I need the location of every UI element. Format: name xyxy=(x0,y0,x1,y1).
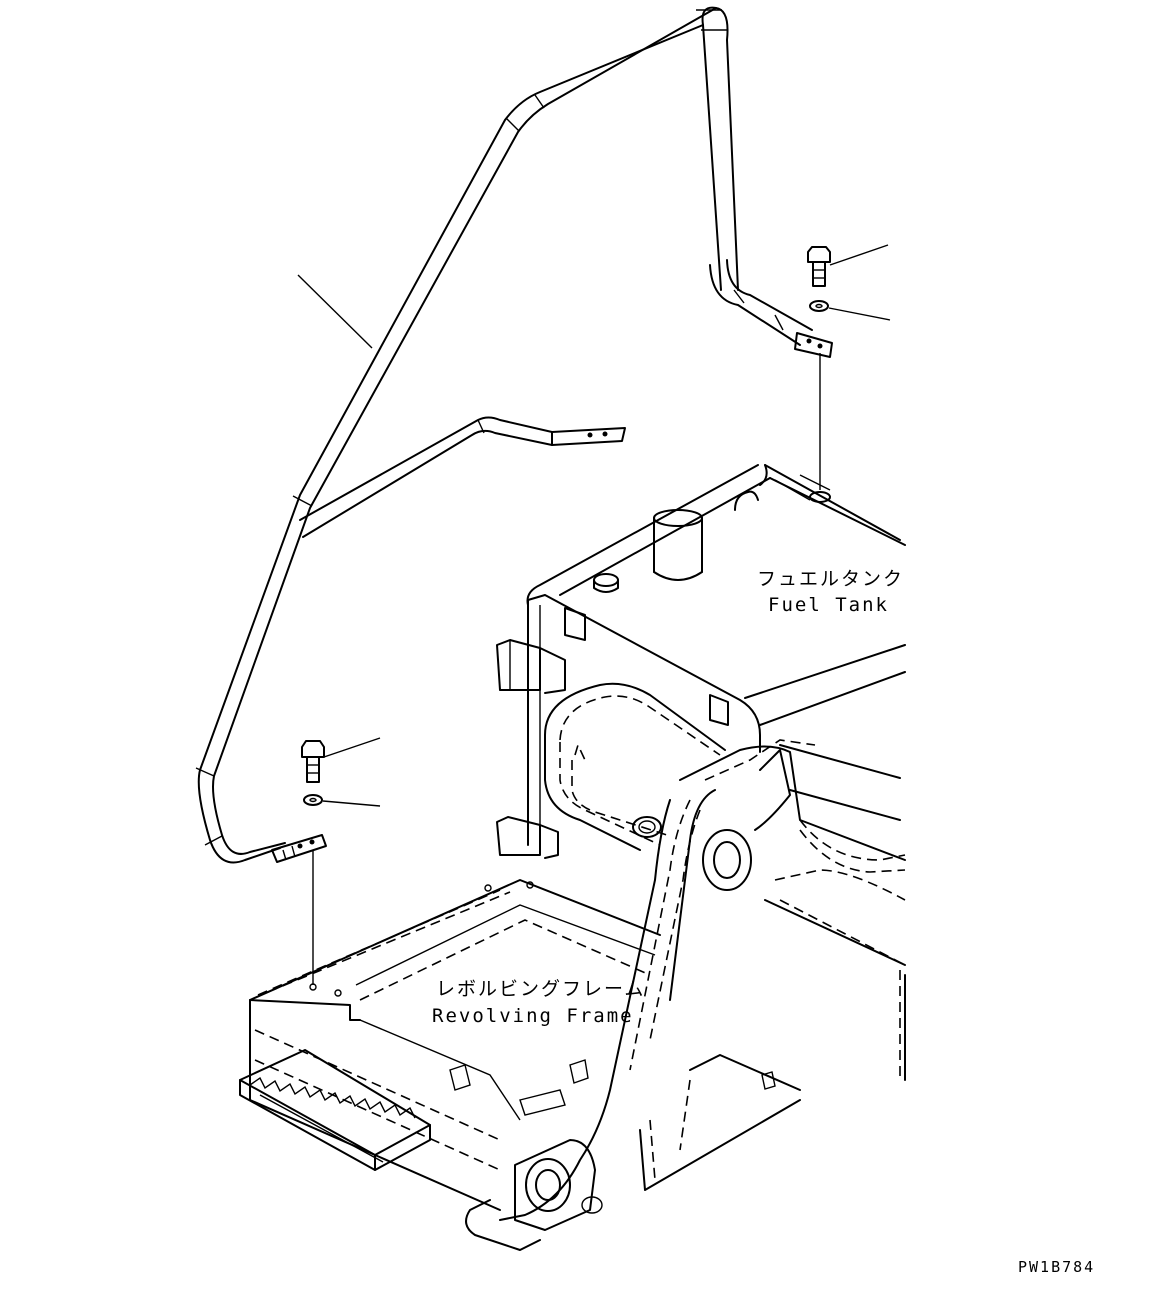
bolt-upper xyxy=(807,246,831,287)
leader-bolt-upper xyxy=(829,244,889,266)
washer-lower xyxy=(303,794,323,806)
fuel-tank-label-jp: フュエルタンク xyxy=(757,568,904,590)
leader-bolt-lower xyxy=(323,737,381,758)
leader-handrail xyxy=(297,274,373,349)
leader-washer-upper xyxy=(828,307,891,321)
bolt-lower xyxy=(301,740,325,783)
handrail xyxy=(195,6,833,864)
leader-washer-lower xyxy=(322,800,381,807)
washer-upper xyxy=(809,300,829,312)
revolving-frame-label-jp: レボルビングフレーム xyxy=(436,978,645,1000)
fuel-tank xyxy=(496,464,906,859)
revolving-frame-label-en: Revolving Frame xyxy=(432,1005,634,1027)
drawing-code: PW1B784 xyxy=(1018,1258,1095,1276)
fuel-tank-label-en: Fuel Tank xyxy=(768,594,889,616)
revolving-frame xyxy=(239,744,906,1251)
